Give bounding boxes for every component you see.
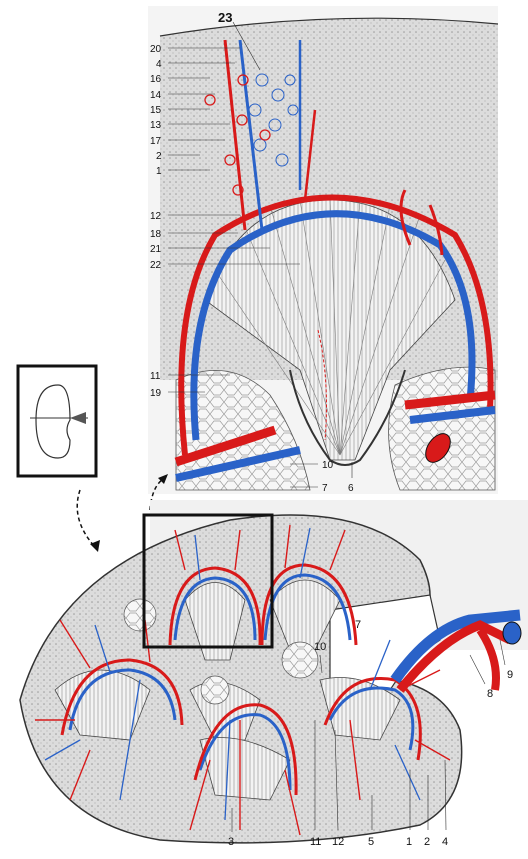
renal-vein-cross-section [502,621,522,645]
arcuate-vein [190,210,476,441]
interlobular-artery [223,39,247,231]
renal-capsule [159,17,499,37]
connector-arrowhead-up-icon [158,474,168,484]
label-b12: 12 [332,836,344,848]
label-b11: 11 [310,836,321,848]
interlobular-veins [44,527,421,821]
label-16: 16 [150,74,162,85]
interlobular-artery-4 [428,204,444,256]
connector-arrow-down [76,489,97,549]
label-7: 7 [322,483,328,494]
bottom-callout-lines [231,639,506,832]
label-b7: 7 [355,619,361,631]
sinus-fat-right [388,366,496,491]
renal-artery [396,620,513,693]
medullary-pyramid [204,199,456,461]
label-b5: 5 [368,836,374,848]
label-b3: 3 [228,836,234,848]
inset-arrow-icon [70,412,86,424]
interlobular-vein [238,39,264,231]
artery-cross-section [425,433,451,463]
label-1: 1 [156,166,162,177]
label-b4: 4 [442,836,448,848]
capillary-network [248,73,299,167]
interlobar-artery [174,425,277,467]
inset-kidney-outline [35,384,71,459]
enlarged-section: 23 20 4 16 14 15 13 17 2 1 12 18 21 22 1… [148,6,499,494]
renal-vein [390,609,521,684]
label-20: 20 [150,44,162,55]
label-15: 15 [150,105,162,116]
label-14: 14 [150,90,162,101]
interlobular-artery-2 [303,109,317,201]
label-b10: 10 [314,641,326,653]
label-22: 22 [150,260,162,271]
label-b9: 9 [507,669,513,681]
glomeruli [204,74,271,196]
inset-kidney-icon [16,364,98,478]
whole-kidney: 7 9 8 10 3 11 12 5 1 2 4 [19,500,528,848]
interlobar-artery-right [404,390,496,410]
interlobar-vein-right [409,406,496,424]
callout-lines [168,21,353,488]
label-17: 17 [150,136,162,147]
label-19: 19 [150,388,162,399]
connector-arrowhead-icon [90,540,100,552]
label-21: 21 [150,244,162,255]
label-6: 6 [348,483,354,494]
label-4: 4 [156,59,162,70]
arcuate-artery [178,194,494,456]
label-12: 12 [150,211,162,222]
interlobar-vein [175,446,301,482]
zoom-region-box [142,513,274,649]
arcuate-veins [68,573,415,791]
label-2: 2 [156,151,162,162]
label-13: 13 [150,120,162,131]
minor-calyx [289,369,406,466]
label-b8: 8 [487,688,493,700]
label-b1: 1 [406,836,412,848]
arcuate-arteries [60,563,422,796]
label-23: 23 [218,10,232,25]
label-18: 18 [150,229,162,240]
sinus-fat [123,598,319,705]
sinus-fat-left [175,370,311,491]
medullary-rays [214,197,446,456]
renal-artery-branch [476,627,500,691]
interlobular-artery-3 [399,189,412,246]
label-10: 10 [322,460,334,471]
vasa-recta [317,329,327,441]
label-b2: 2 [424,836,430,848]
label-11: 11 [150,371,161,382]
